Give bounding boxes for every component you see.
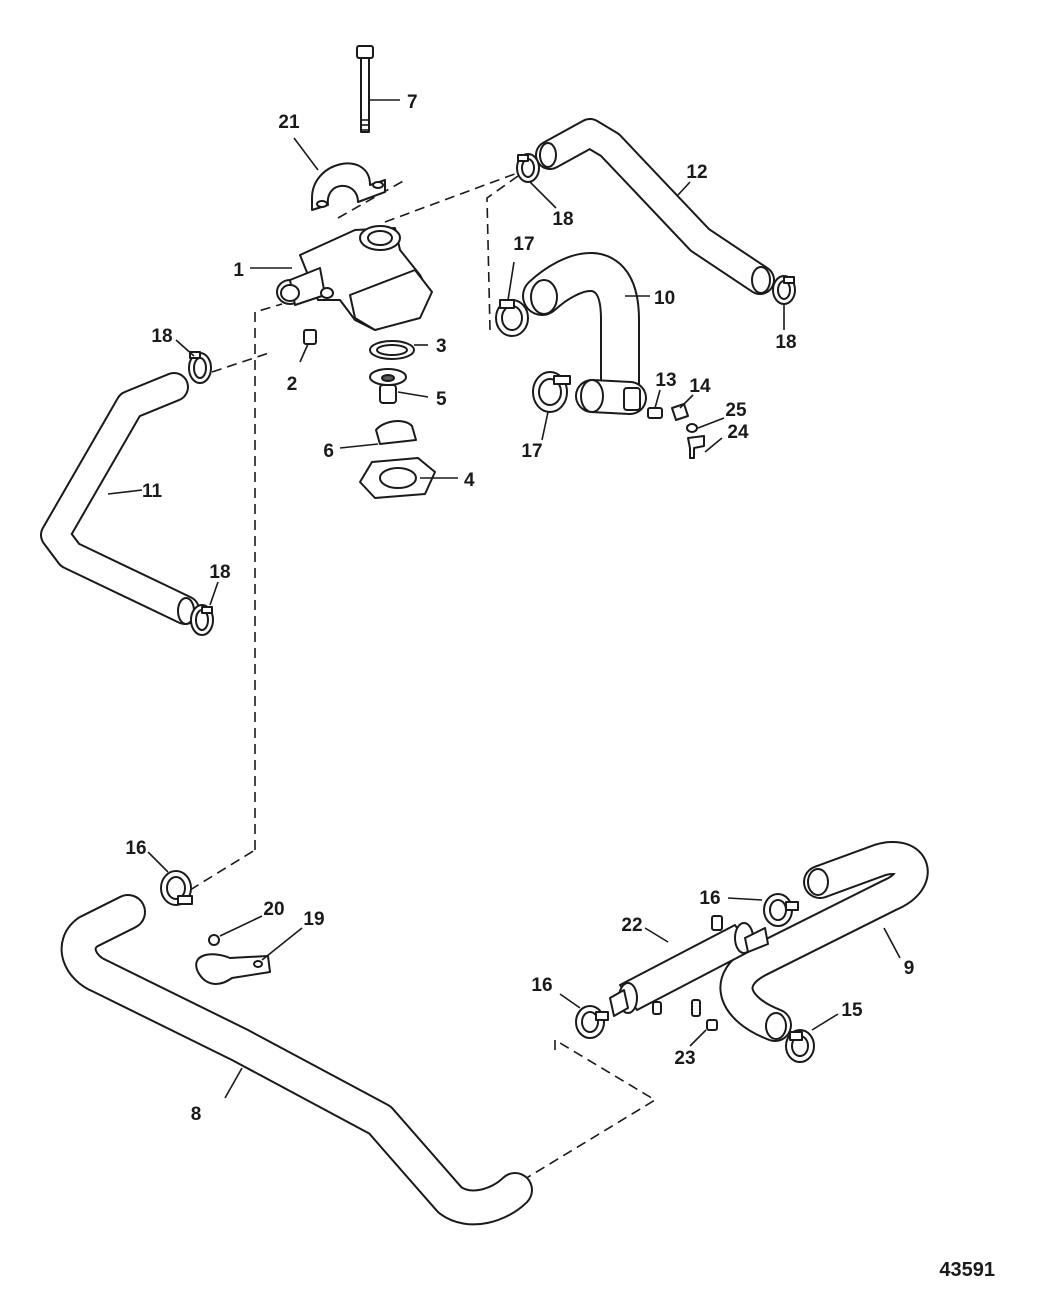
hose-12: [535, 118, 775, 295]
callout-2: 2: [287, 374, 298, 395]
callout-22: 22: [621, 915, 642, 936]
callout-17-top: 17: [513, 234, 534, 255]
callout-15: 15: [841, 1000, 863, 1021]
callout-16-left: 16: [125, 838, 146, 859]
clamp-18-left-top: [188, 351, 212, 384]
callout-3: 3: [436, 336, 447, 357]
callout-1: 1: [233, 260, 244, 281]
callout-14: 14: [689, 376, 711, 397]
clamp-17-top: [495, 299, 529, 337]
cooler-22: [609, 915, 769, 1017]
strap-19: [195, 953, 271, 985]
clamp-16-left: [160, 870, 193, 906]
callout-11: 11: [142, 481, 163, 502]
callout-18-right: 18: [775, 332, 796, 353]
thermostat-5: [369, 368, 407, 404]
hose-10: [522, 252, 647, 415]
callout-labels: 1 2 3 4 5 6 7 8 9 10 11 12 13 14 15 16 1…: [125, 92, 914, 1125]
callout-16-bottom: 16: [531, 975, 552, 996]
clamp-18-right: [772, 275, 796, 305]
clamp-18-top: [516, 153, 540, 183]
callout-25: 25: [725, 400, 747, 421]
callout-18-top: 18: [552, 209, 573, 230]
bolt-7: [356, 45, 374, 133]
callout-6: 6: [323, 441, 334, 462]
bracket-21: [311, 162, 386, 211]
callout-5: 5: [436, 389, 447, 410]
hose-9: [719, 841, 929, 1042]
callout-17-bottom: 17: [521, 441, 542, 462]
clamp-18-left-bottom: [190, 604, 214, 636]
callout-7: 7: [407, 92, 418, 113]
hose-8: [60, 894, 533, 1226]
callout-24: 24: [727, 422, 749, 443]
fitting-14: [671, 403, 689, 421]
assembly-lines: [189, 171, 657, 1183]
leader-lines: [107, 99, 901, 1099]
clamp-16-middle: [763, 893, 799, 927]
callout-4: 4: [464, 470, 475, 491]
callout-18-left-top: 18: [151, 326, 172, 347]
callout-18-left-bottom: 18: [209, 562, 230, 583]
callout-13: 13: [655, 370, 676, 391]
callout-21: 21: [278, 112, 300, 133]
sleeve-6: [375, 420, 417, 445]
fitting-13: [647, 407, 663, 419]
callout-16-middle: 16: [699, 888, 720, 909]
callout-9: 9: [904, 958, 915, 979]
callout-23: 23: [674, 1048, 695, 1069]
thermostat-housing-1: [276, 225, 433, 331]
nut-20: [208, 934, 220, 946]
clamp-16-bottom: [575, 1005, 609, 1039]
callout-10: 10: [654, 288, 675, 309]
reference-number: 43591: [939, 1259, 995, 1281]
plug-2: [303, 329, 317, 345]
callout-20: 20: [263, 899, 284, 920]
washer-25: [686, 423, 698, 433]
screw-23: [691, 999, 718, 1031]
callout-12: 12: [686, 162, 707, 183]
drain-plug-24: [687, 435, 705, 459]
hose-11: [40, 372, 200, 625]
gasket-4: [359, 457, 436, 499]
clamp-15: [785, 1029, 815, 1063]
callout-19: 19: [303, 909, 324, 930]
gasket-3: [369, 340, 415, 360]
clamp-17-bottom: [532, 371, 571, 413]
callout-8: 8: [191, 1104, 202, 1125]
